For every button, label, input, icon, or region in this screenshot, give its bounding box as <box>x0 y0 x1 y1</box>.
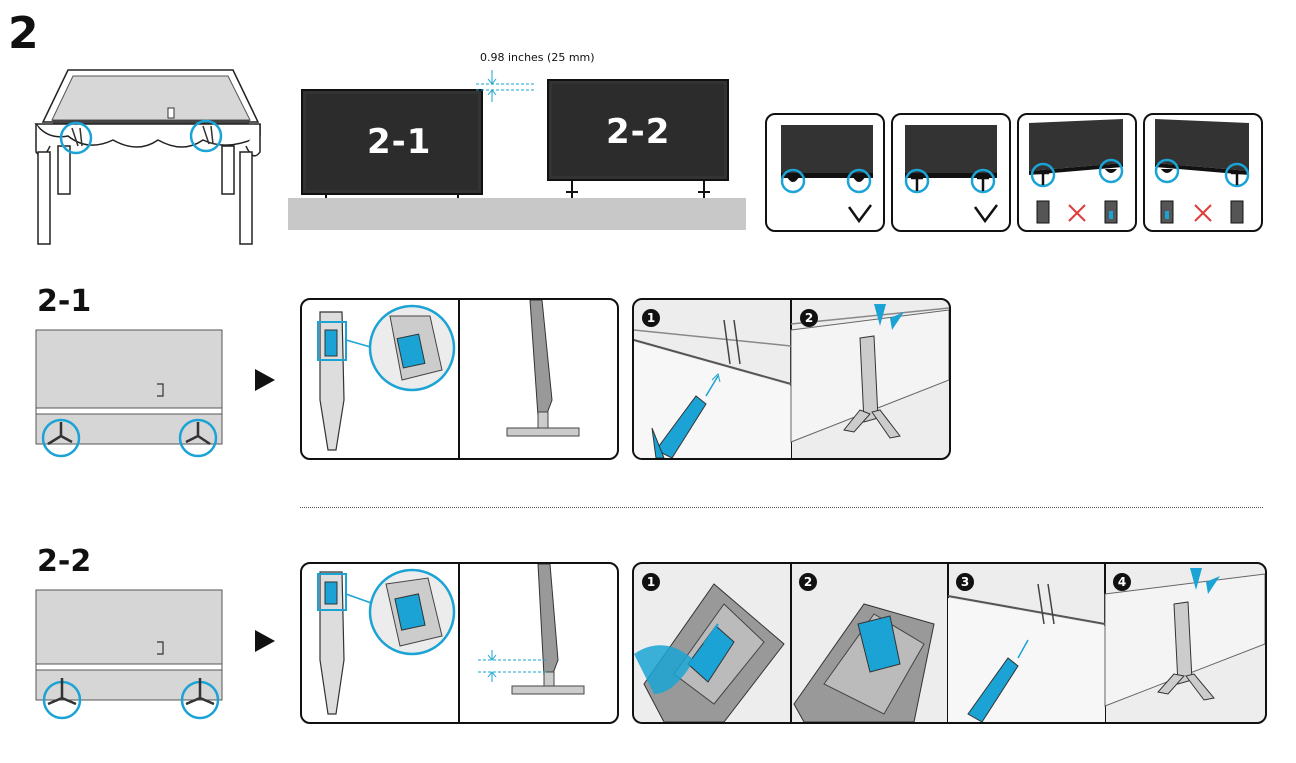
check-icon <box>973 204 998 223</box>
sub-step-number: 2 <box>799 573 817 591</box>
placement-panel-correct-1 <box>765 113 885 232</box>
sub-step-number: 4 <box>1113 573 1131 591</box>
section-divider <box>300 507 1263 508</box>
install-steps-panel-2-1: 1 2 <box>632 298 951 460</box>
sub-step-number: 1 <box>642 573 660 591</box>
tv-back-stands-illustration-2-2 <box>35 589 223 720</box>
play-arrow-icon <box>255 369 275 391</box>
cross-icon <box>1194 204 1212 222</box>
install-steps-panel-2-2: 1 2 3 4 <box>632 562 1267 724</box>
placement-panel-correct-2 <box>891 113 1011 232</box>
tv-label-2-1: 2-1 <box>367 122 432 162</box>
placement-panel-wrong-2 <box>1143 113 1263 232</box>
sub-step-number: 1 <box>642 309 660 327</box>
main-step-number: 2 <box>8 8 39 59</box>
sub-step-number: 3 <box>956 573 974 591</box>
section-label-2-1: 2-1 <box>37 284 92 319</box>
cross-icon <box>1068 204 1086 222</box>
table-with-cloth-illustration <box>34 69 261 245</box>
section-label-2-2: 2-2 <box>37 544 92 579</box>
play-arrow-icon <box>255 630 275 652</box>
tv-height-comparison-illustration <box>288 70 746 230</box>
check-icon <box>847 204 872 223</box>
tv-label-2-2: 2-2 <box>606 112 671 152</box>
stand-detail-panel-2-2 <box>300 562 619 724</box>
tv-back-stands-illustration-2-1 <box>35 329 223 458</box>
placement-panel-wrong-1 <box>1017 113 1137 232</box>
stand-detail-panel-2-1 <box>300 298 619 460</box>
sub-step-number: 2 <box>800 309 818 327</box>
measurement-label: 0.98 inches (25 mm) <box>480 51 595 64</box>
